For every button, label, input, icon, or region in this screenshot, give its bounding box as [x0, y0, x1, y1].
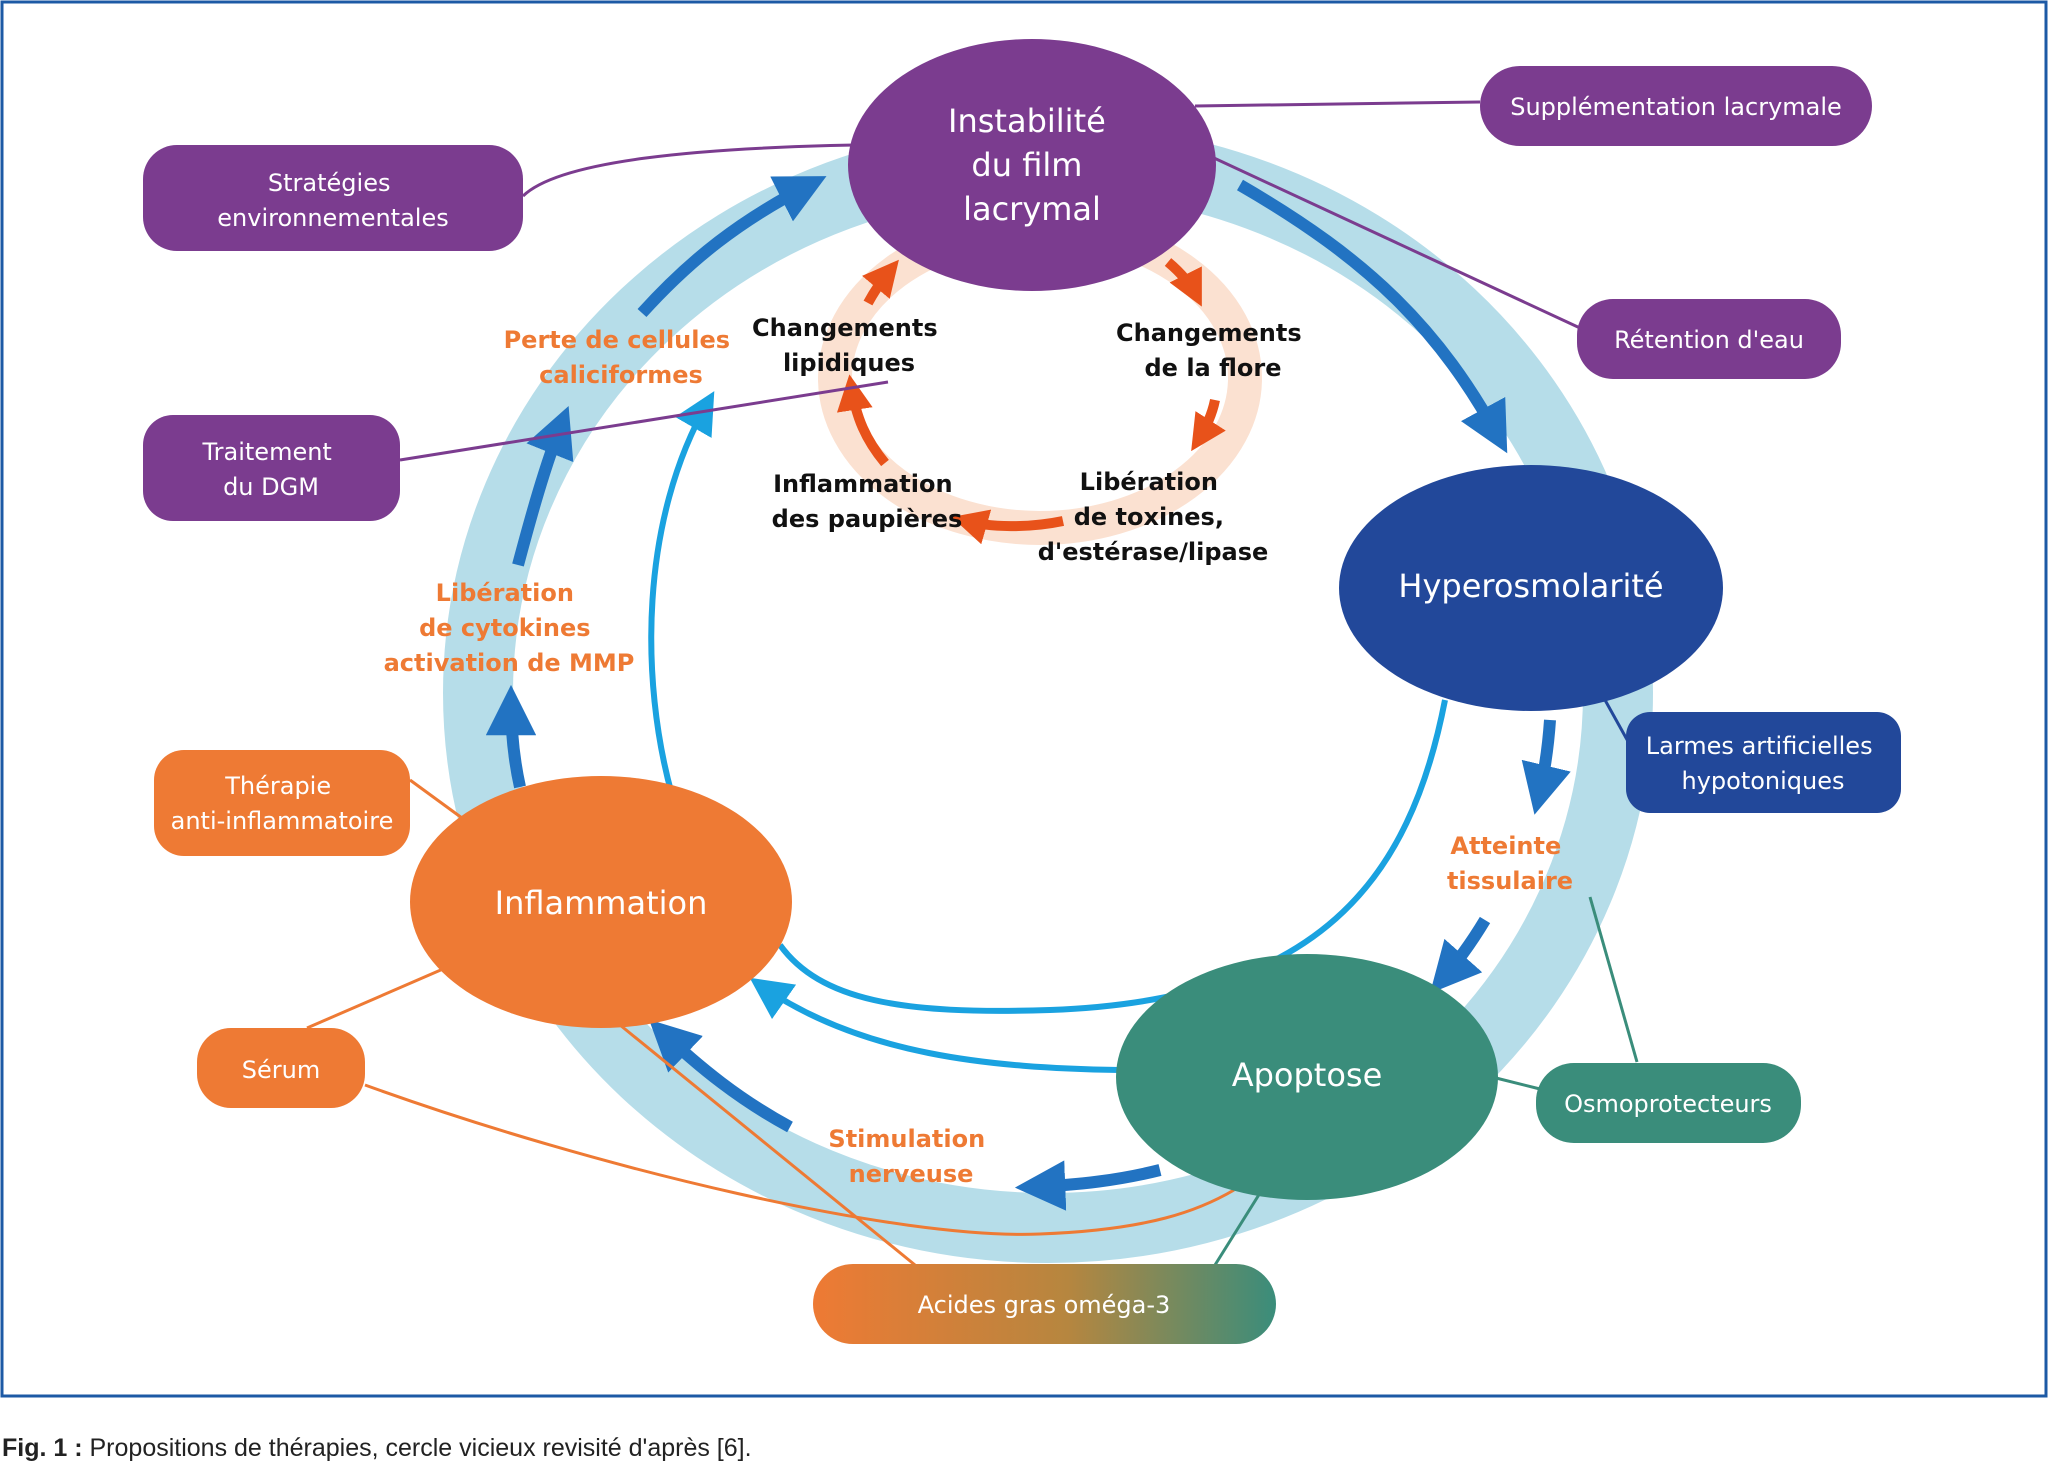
- svg-text:Larmes artificielles hyp: Larmes artificielles hypotoniques: [1646, 732, 1880, 795]
- figure-caption-text: Propositions de thérapies, cercle vicieu…: [82, 1434, 752, 1462]
- flow-line-inflammation-to-perte: [648, 391, 715, 796]
- step-stimulation-nerveuse: Stimulation nerveuse: [828, 1125, 993, 1188]
- node-instabilite-line2: du film: [971, 146, 1082, 184]
- therapy-strategies-environnementales: Stratégies environnementales: [143, 145, 523, 251]
- therapy-serum: Sérum: [197, 1028, 365, 1108]
- node-hyperosmolarite-label: Hyperosmolarité: [1398, 567, 1663, 605]
- node-hyperosmolarite: Hyperosmolarité: [1339, 465, 1723, 711]
- connector-serum-to-inflammation: [306, 967, 444, 1030]
- svg-text:Osmoprotecteurs: Osmoprotecteurs: [1564, 1090, 1772, 1118]
- svg-text:Sérum: Sérum: [242, 1056, 320, 1084]
- figure-caption-label: Fig. 1 :: [2, 1434, 83, 1462]
- node-apoptose-label: Apoptose: [1232, 1056, 1383, 1094]
- node-instabilite: Instabilité du film lacrymal: [848, 39, 1216, 291]
- inner-changements-flore: Changements de la flore: [1116, 319, 1310, 382]
- flow-line-hyper-to-inflammation: [777, 699, 1448, 1014]
- connector-omega3-to-inflammation: [619, 1023, 916, 1267]
- arrow-inflammation-to-liberation: [485, 684, 537, 789]
- arrow-toxines-to-paupieres: [951, 509, 1065, 545]
- arrow-atteinte-to-apoptose: [1429, 916, 1491, 994]
- connector-osmoprotecteurs-to-apoptose: [1495, 1076, 1541, 1091]
- figure-caption: Fig. 1 : Propositions de thérapies, cerc…: [2, 1434, 752, 1463]
- connector-osmoprotecteurs-to-atteinte: [1588, 896, 1639, 1063]
- figure-frame: [0, 0, 2048, 1398]
- inner-changements-lipidiques: Changements lipidiques: [752, 314, 946, 377]
- connector-therapie-anti: [409, 778, 463, 820]
- node-instabilite-line1: Instabilité: [948, 102, 1106, 140]
- arrow-hyperosmolarite-to-atteinte: [1521, 719, 1571, 815]
- svg-text:Stratégies environnement: Stratégies environnementales: [217, 169, 448, 232]
- inner-inflammation-paupieres: Inflammation des paupières: [772, 470, 963, 533]
- arrow-instabilite-to-hyperosmolarite: [1237, 179, 1508, 454]
- node-inflammation: Inflammation: [410, 776, 792, 1028]
- connector-larmes: [1603, 699, 1632, 746]
- therapy-retention-eau: Rétention d'eau: [1577, 299, 1841, 379]
- connector-supplementation: [1194, 100, 1481, 108]
- connector-traitement-dgm: [399, 380, 889, 462]
- therapy-osmoprotecteurs: Osmoprotecteurs: [1536, 1063, 1801, 1143]
- svg-text:Thérapie anti-inflammato: Thérapie anti-inflammatoire: [171, 772, 394, 835]
- node-apoptose: Apoptose: [1116, 954, 1498, 1200]
- node-instabilite-line3: lacrymal: [963, 190, 1101, 228]
- svg-text:Rétention d'eau: Rétention d'eau: [1614, 326, 1804, 354]
- arrow-lipidiques-to-instabilite: [862, 259, 899, 306]
- arrow-flore-to-toxines: [1191, 398, 1226, 452]
- therapy-larmes-artificielles: Larmes artificielles hypotoniques: [1626, 712, 1901, 813]
- step-liberation-cytokines: Libération de cytokines activation de MM…: [384, 579, 635, 677]
- arrow-instabilite-to-flore: [1164, 258, 1202, 307]
- svg-text:Traitement du DGM: Traitement du DGM: [202, 438, 340, 501]
- node-inflammation-label: Inflammation: [495, 884, 708, 922]
- arrow-paupieres-to-lipidiques: [836, 374, 889, 467]
- svg-text:Instabilité du film: Instabilité du film lacrymal: [948, 102, 1116, 228]
- therapy-anti-inflammatoire: Thérapie anti-inflammatoire: [154, 750, 410, 856]
- svg-text:Supplémentation lacrymale: Supplémentation lacrymale: [1510, 93, 1842, 121]
- inner-liberation-toxines: Libération de toxines, d'estérase/lipase: [1038, 468, 1269, 566]
- therapy-acides-gras-omega3: Acides gras oméga-3: [813, 1264, 1276, 1344]
- connector-serum-to-apoptose: [364, 1083, 1235, 1236]
- arrow-stimulation-to-inflammation: [649, 1019, 793, 1133]
- arrow-perte-to-instabilite: [637, 176, 827, 318]
- flow-line-apoptose-to-inflammation: [749, 977, 1121, 1073]
- connector-strategies: [521, 143, 856, 198]
- arrow-apoptose-to-stimulation: [1014, 1160, 1162, 1211]
- step-atteinte-tissulaire: Atteinte tissulaire: [1447, 832, 1573, 895]
- svg-text:Acides gras oméga-3: Acides gras oméga-3: [918, 1291, 1171, 1319]
- connector-omega3-to-apoptose: [1213, 1192, 1262, 1266]
- therapy-supplementation-lacrymale: Supplémentation lacrymale: [1480, 66, 1872, 146]
- connector-retention: [1213, 156, 1581, 330]
- therapy-traitement-dgm: Traitement du DGM: [143, 415, 400, 521]
- step-perte-cellules: Perte de cellules caliciformes: [504, 326, 739, 389]
